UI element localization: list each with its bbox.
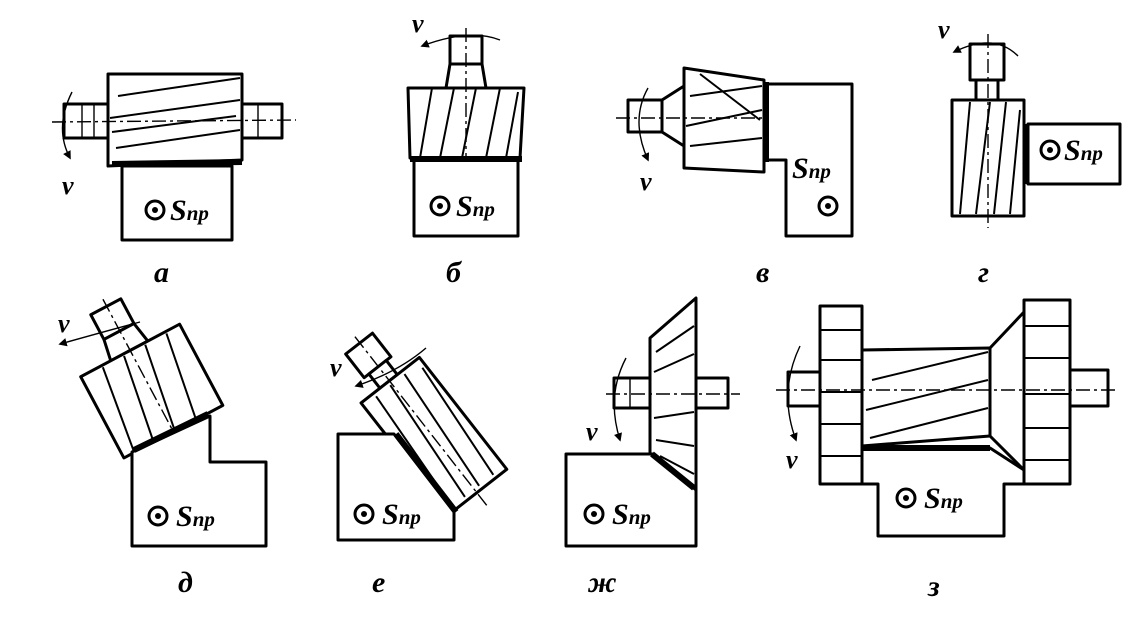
- panel-g-label: г: [978, 256, 989, 289]
- panel-z-disc-cutter-left: [818, 304, 864, 486]
- panel-v-label: в: [756, 256, 769, 289]
- panel-a-speed-label: v: [62, 171, 74, 200]
- panel-g-rotation-arrow: [952, 42, 1019, 57]
- panel-e-speed-label: v: [330, 353, 342, 382]
- panel-zh-arbor-right: [692, 376, 730, 410]
- panel-z-feed-label: Sпр: [924, 482, 963, 515]
- panel-e-label: е: [372, 566, 385, 599]
- panel-d-label: д: [178, 566, 193, 599]
- panel-b: v Sпр б: [406, 9, 526, 289]
- panel-e-workpiece: [336, 432, 456, 542]
- panel-z: v Sпр з: [776, 298, 1116, 603]
- panel-z-cylindrical-cutter: [860, 346, 992, 448]
- panel-e: v Sпр е: [330, 331, 509, 599]
- panel-zh-feed-label: Sпр: [612, 498, 651, 531]
- panel-d-rotation-arrow: [58, 321, 141, 347]
- panel-e-rotation-arrow: [354, 347, 427, 388]
- panel-v-cutter: [682, 66, 766, 174]
- panel-g-shank: [968, 42, 1006, 82]
- panel-v: v Sпр в: [616, 66, 854, 289]
- panel-v-rotation-arrow: [638, 87, 650, 162]
- panel-b-feed-label: Sпр: [456, 190, 495, 223]
- panel-b-speed-label: v: [412, 9, 424, 38]
- panel-zh-speed-label: v: [586, 417, 598, 446]
- panel-a-workpiece: [120, 164, 234, 242]
- panel-zh-rotation-arrow: [613, 357, 627, 442]
- panel-z-label: з: [927, 570, 940, 603]
- panel-z-rotation-arrow: [787, 345, 801, 442]
- panel-d-speed-label: v: [58, 309, 70, 338]
- panel-zh-arbor-left: [612, 376, 652, 410]
- panel-e-feed-label: Sпр: [382, 498, 421, 531]
- panel-b-rotation-arrow: [420, 34, 501, 48]
- panel-b-label: б: [446, 256, 462, 289]
- panel-d-feed-label: Sпр: [176, 500, 215, 533]
- panel-v-speed-label: v: [640, 167, 652, 196]
- panel-g-speed-label: v: [938, 15, 950, 44]
- panel-a-label: а: [154, 256, 169, 289]
- panel-zh: v Sпр ж: [564, 296, 740, 599]
- panel-z-disc-cutter-right: [1022, 298, 1072, 486]
- panel-d: v Sпр д: [58, 297, 268, 599]
- panel-z-arbor-left: [786, 370, 824, 408]
- panel-g-feed-label: Sпр: [1064, 134, 1103, 167]
- panel-z-arbor-right: [1068, 368, 1110, 408]
- panel-z-workpiece: [860, 446, 1026, 538]
- panel-zh-label: ж: [587, 566, 617, 599]
- panel-v-arbor: [626, 98, 664, 134]
- panel-g: v Sпр г: [938, 15, 1122, 289]
- panel-a-cutter: [106, 72, 244, 168]
- panel-v-feed-label: Sпр: [792, 152, 831, 185]
- panel-z-speed-label: v: [786, 445, 798, 474]
- panel-a-feed-label: Sпр: [170, 194, 209, 227]
- panel-z-conical-cutter: [988, 310, 1026, 472]
- panel-a-rotation-arrow: [61, 91, 73, 160]
- panel-a: v Sпр а: [51, 72, 297, 289]
